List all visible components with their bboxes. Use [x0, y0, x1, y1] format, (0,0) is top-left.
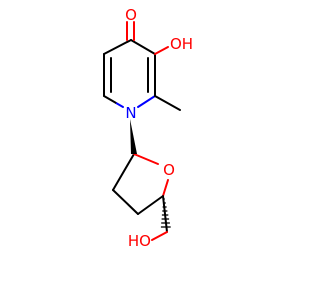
- atom-hydroxy-oxygen: OH: [170, 35, 193, 53]
- bond-c4p-o: [162, 179, 169, 197]
- bond-c4-c5: [103, 39, 132, 55]
- bond-c2-methyl: [154, 95, 181, 111]
- bond-c3-oh: [154, 46, 169, 55]
- bond-c2p-c3p: [112, 189, 139, 215]
- atom-labels: O OH N O HO: [125, 6, 193, 250]
- molecule-structure: O OH N O HO: [103, 6, 193, 250]
- bond-n-c2: [137, 95, 156, 108]
- atom-ring-oxygen: O: [163, 161, 175, 179]
- wedge-n-c1p: [130, 119, 137, 154]
- bond-o-c1p: [133, 153, 159, 165]
- bond-ch2-oh: [151, 231, 168, 241]
- atom-hydroxymethyl-oxygen: HO: [128, 232, 151, 250]
- hashed-wedge-c4p-ch2: [160, 198, 171, 228]
- bonds: [103, 21, 181, 241]
- bond-c4p-ch2: [162, 195, 168, 233]
- bond-c3p-c4p: [137, 195, 164, 215]
- bond-c6-n: [103, 95, 124, 108]
- bond-c1p-c2p: [112, 153, 135, 191]
- atom-carbonyl-oxygen: O: [125, 6, 137, 24]
- bond-c4-c3: [130, 39, 156, 55]
- atom-ring-nitrogen: N: [125, 104, 136, 122]
